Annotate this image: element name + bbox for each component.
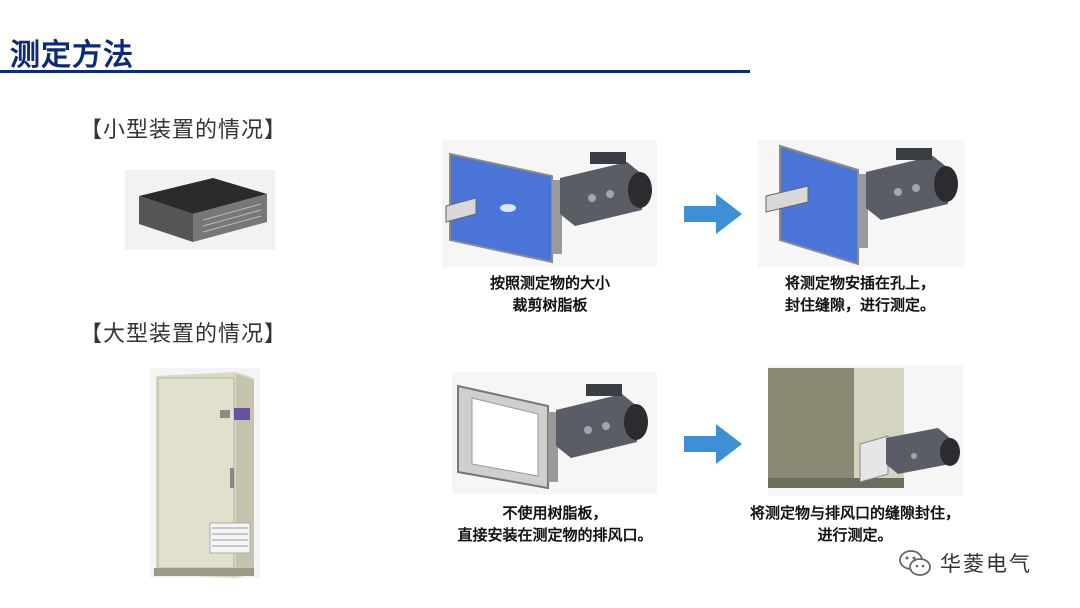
large-step1-image <box>452 372 657 494</box>
caption-large-step2: 将测定物与排风口的缝隙封住， 进行测定。 <box>749 504 960 544</box>
section-large-device: 【大型装置的情况】 <box>80 322 288 347</box>
watermark-text: 华菱电气 <box>940 552 1032 576</box>
wechat-icon <box>899 550 931 576</box>
slide-title: 测定方法 <box>10 38 134 73</box>
caption-small-step2: 将测定物安插在孔上， 封住缝隙，进行测定。 <box>784 274 935 314</box>
small-step1-image <box>442 140 657 267</box>
large-step2-image <box>768 366 963 496</box>
section-small-device: 【小型装置的情况】 <box>80 118 288 143</box>
small-device-image <box>125 170 275 250</box>
small-step2-image <box>758 140 965 267</box>
watermark: 华菱电气 <box>898 548 1032 578</box>
caption-large-step1: 不使用树脂板， 直接安装在测定物的排风口。 <box>457 504 653 544</box>
title-underline <box>0 70 750 73</box>
arrow-right-icon <box>684 424 742 464</box>
arrow-right-icon <box>684 194 742 234</box>
caption-small-step1: 按照测定物的大小 裁剪树脂板 <box>489 274 610 314</box>
large-cabinet-image <box>150 368 260 578</box>
